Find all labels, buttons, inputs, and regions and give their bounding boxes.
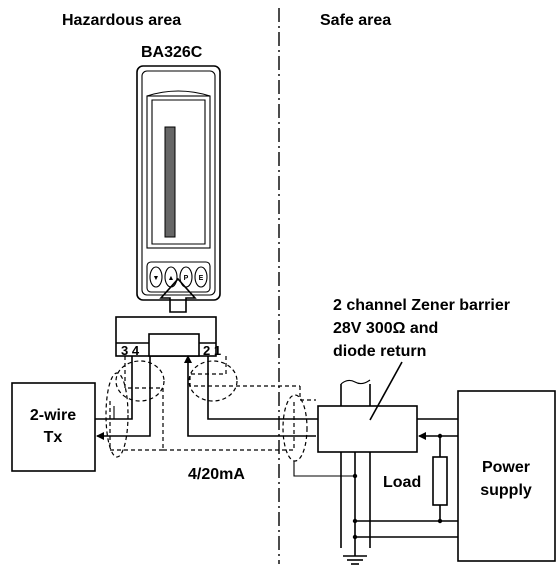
barrier-label-line1: 2 channel Zener barrier: [333, 297, 510, 314]
zener-barrier: 2 channel Zener barrier 28V 300Ω and dio…: [293, 297, 510, 548]
barrier-label-line2: 28V 300Ω and: [333, 320, 438, 337]
e-button-glyph: E: [199, 275, 204, 282]
transmitter: 2-wire Tx: [11, 382, 96, 472]
cable-screen-left-1: [105, 372, 129, 458]
down-arrow-button-icon: [149, 266, 163, 288]
terminal-block: 3 4 2 1: [115, 316, 221, 358]
barrier-label-line3: diode return: [333, 343, 426, 360]
device-keypad: ▼ ▲ P E: [149, 266, 208, 288]
load-resistor: [432, 456, 448, 506]
terminals-2-1-label: 2 1: [203, 343, 221, 358]
device-display-bar: [164, 126, 176, 238]
transmitter-label-line2: Tx: [44, 429, 63, 446]
down-button-glyph: ▼: [153, 275, 160, 282]
transmitter-label-line1: 2-wire: [30, 407, 76, 424]
cable-screen-right-1: [188, 360, 238, 402]
transmitter-wiring: [95, 356, 165, 458]
e-button-icon: [194, 266, 208, 288]
power-supply: Power supply: [457, 390, 556, 562]
terminals-3-4-label: 3 4: [121, 343, 140, 358]
power-supply-label-line2: supply: [480, 482, 532, 499]
cable-screen-right-2: [282, 394, 308, 462]
p-button-glyph: P: [184, 275, 189, 282]
power-supply-label-line1: Power: [482, 459, 530, 476]
safe-side-wiring: Load: [352, 418, 458, 540]
safe-area-label: Safe area: [320, 12, 391, 29]
load-label: Load: [383, 474, 421, 491]
hazardous-area-label: Hazardous area: [62, 12, 181, 29]
barrier-wiring: [163, 355, 318, 462]
earth-ground-icon: [343, 548, 367, 565]
device-model-label: BA326C: [141, 44, 203, 61]
up-button-glyph: ▲: [168, 275, 175, 282]
barrier-leader-line: [369, 361, 403, 421]
current-loop-label: 4/20mA: [188, 466, 245, 483]
hollow-up-arrow-icon: [159, 277, 197, 313]
indicator-device: ▼ ▲ P E: [136, 65, 221, 301]
cable-screen-left-2: [115, 360, 165, 402]
